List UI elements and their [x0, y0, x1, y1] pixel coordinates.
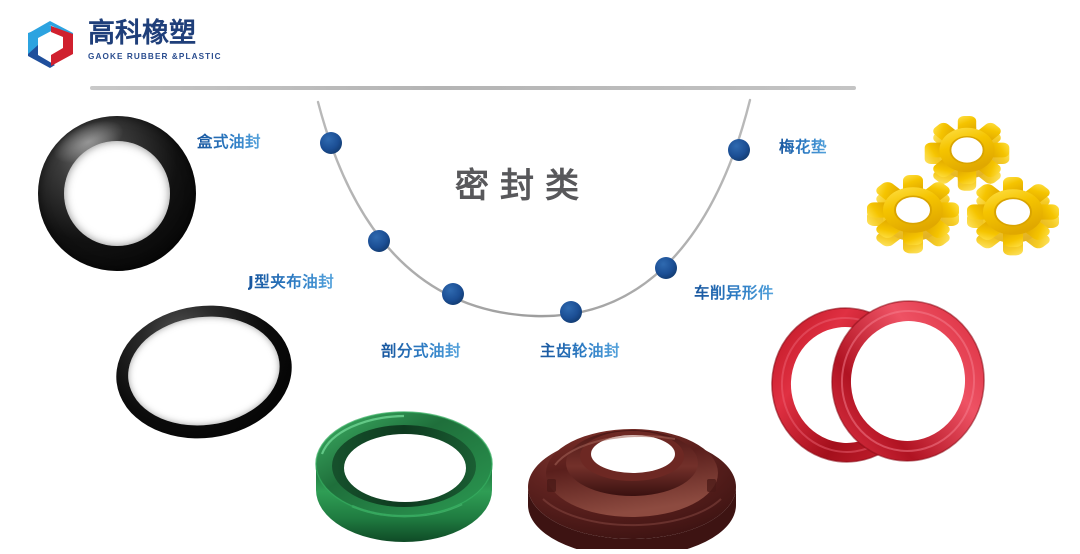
black-o-ring-image — [38, 112, 196, 271]
yellow-spider-coupling-image — [866, 115, 1060, 257]
arc-node[interactable] — [320, 132, 342, 154]
brown-oil-seal-image — [528, 429, 736, 549]
brand-name-cn: 高科橡塑 — [88, 18, 196, 49]
arc-node-label-5[interactable]: 车削异形件 — [694, 281, 774, 303]
arc-node[interactable] — [442, 283, 464, 305]
brand-text: 高科橡塑 GAOKE RUBBER &PLASTIC — [88, 18, 278, 62]
arc-node[interactable] — [728, 139, 750, 161]
brand-logo: 高科橡塑 GAOKE RUBBER &PLASTIC — [24, 18, 284, 70]
arc-node-label-2[interactable]: J型夹布油封 — [248, 270, 334, 292]
arc-node[interactable] — [655, 257, 677, 279]
brand-name-en: GAOKE RUBBER &PLASTIC — [88, 52, 222, 61]
header-divider — [90, 86, 856, 90]
green-seal-ring-image — [315, 411, 493, 542]
red-seal-ring-pair-image — [771, 300, 985, 463]
company-logo-icon — [28, 21, 73, 68]
arc-node[interactable] — [368, 230, 390, 252]
arc-node[interactable] — [560, 301, 582, 323]
arc-node-label-3[interactable]: 剖分式油封 — [381, 339, 461, 361]
arc-node-label-1[interactable]: 盒式油封 — [197, 130, 261, 152]
arc-node-label-4[interactable]: 主齿轮油封 — [540, 339, 620, 361]
arc-node-label-6[interactable]: 梅花垫 — [779, 135, 827, 157]
